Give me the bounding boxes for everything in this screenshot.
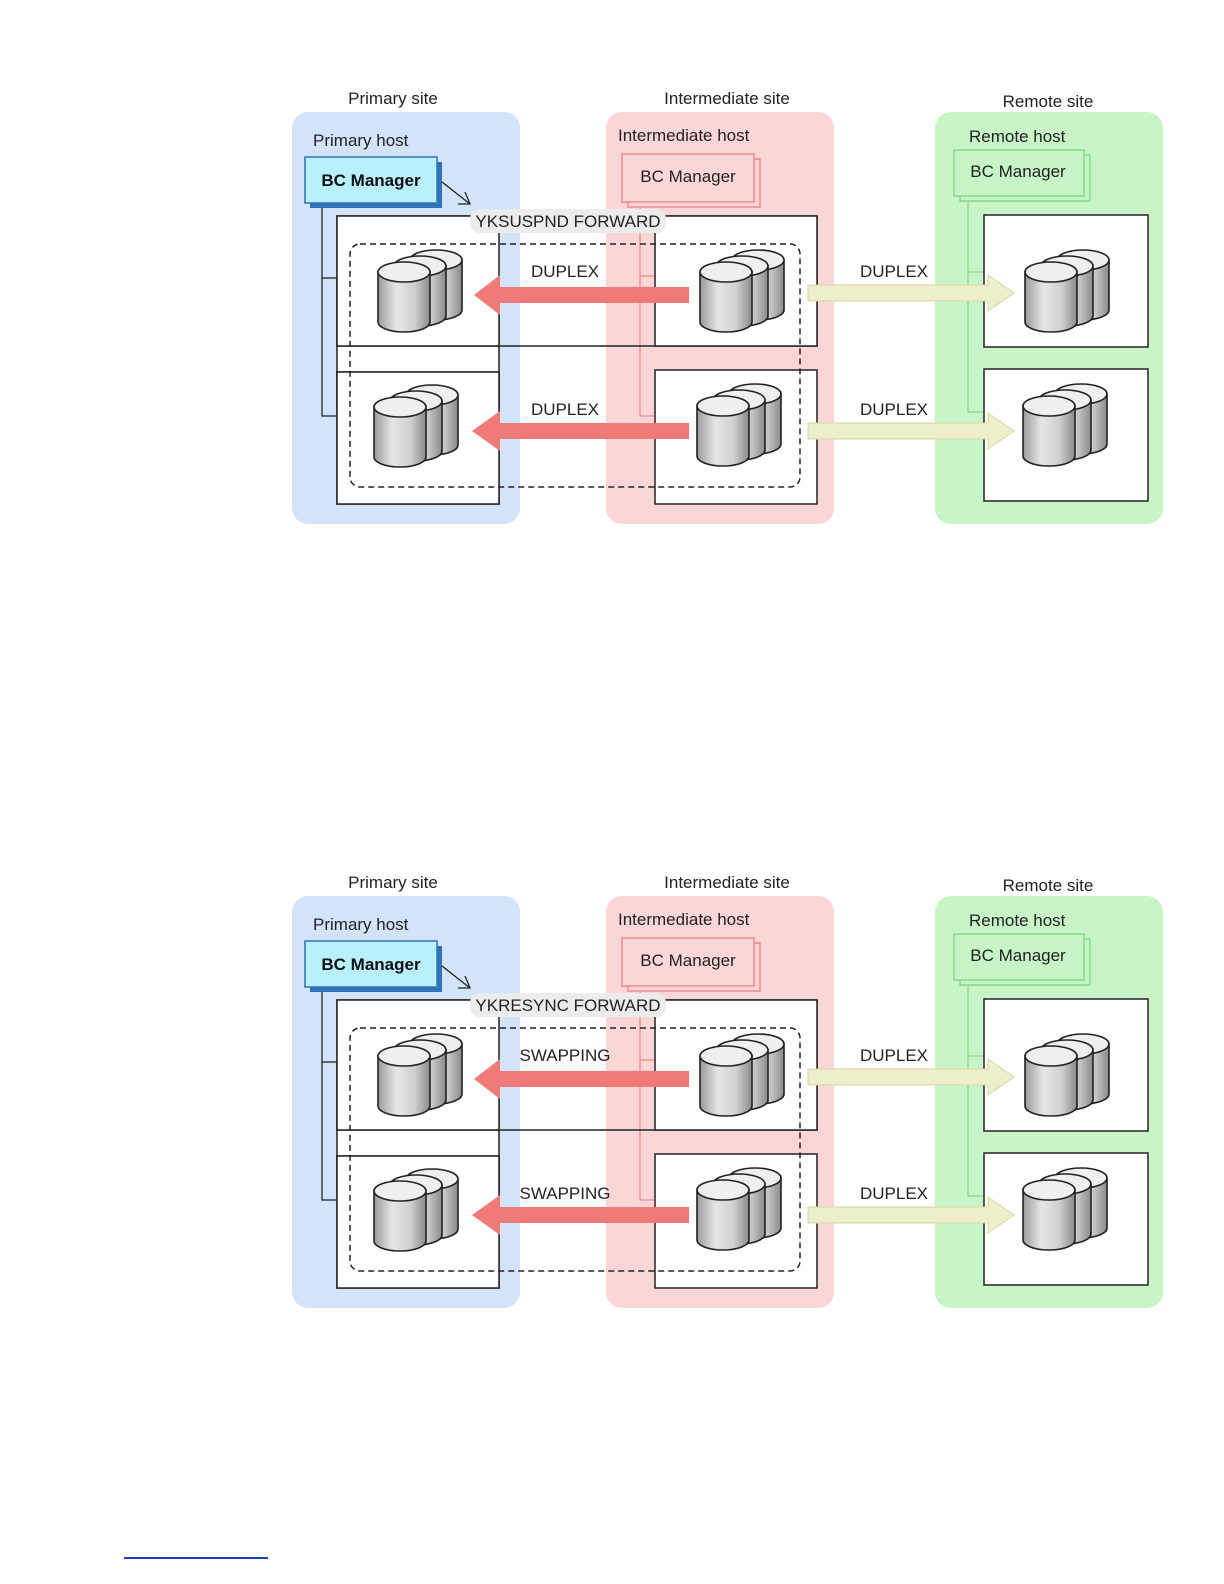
remote-host-connections bbox=[967, 201, 984, 413]
command-label: YKRESYNC FORWARD bbox=[475, 996, 660, 1015]
left-pair-status-2: SWAPPING bbox=[520, 1184, 611, 1203]
primary-bc-manager: BC Manager bbox=[304, 156, 442, 208]
replication-diagram: Primary site Intermediate site Remote si… bbox=[292, 873, 1163, 1308]
left-pair-status-1: DUPLEX bbox=[531, 262, 599, 281]
intermediate-site-label: Intermediate site bbox=[664, 89, 790, 108]
intermediate-host-connections bbox=[639, 991, 655, 1201]
primary-host-label: Primary host bbox=[313, 131, 409, 150]
remote-site-label: Remote site bbox=[1003, 876, 1094, 895]
right-pair-status-1: DUPLEX bbox=[860, 1046, 928, 1065]
svg-text:BC Manager: BC Manager bbox=[640, 167, 736, 186]
left-pair-arrow-1 bbox=[474, 275, 689, 315]
consistency-group-outline bbox=[349, 1027, 801, 1272]
command-label-bg bbox=[470, 209, 666, 233]
intermediate-site-label: Intermediate site bbox=[664, 873, 790, 892]
intermediate-host-label: Intermediate host bbox=[618, 910, 750, 929]
right-pair-arrow-1 bbox=[807, 1058, 1015, 1096]
left-pair-status-2: DUPLEX bbox=[531, 400, 599, 419]
svg-text:BC Manager: BC Manager bbox=[640, 951, 736, 970]
svg-text:BC Manager: BC Manager bbox=[970, 162, 1066, 181]
svg-text:BC Manager: BC Manager bbox=[970, 946, 1066, 965]
svg-text:BC Manager: BC Manager bbox=[321, 171, 421, 190]
intermediate-host-connections bbox=[639, 207, 655, 417]
right-pair-status-1: DUPLEX bbox=[860, 262, 928, 281]
consistency-group-outline bbox=[349, 243, 801, 488]
remote-host-connections bbox=[967, 985, 984, 1197]
command-arrow bbox=[441, 965, 471, 989]
remote-bc-manager: BC Manager bbox=[953, 933, 1091, 986]
right-pair-arrow-2 bbox=[807, 412, 1015, 450]
primary-host-connections bbox=[321, 208, 337, 417]
primary-site-label: Primary site bbox=[348, 89, 438, 108]
primary-host-connections bbox=[321, 992, 337, 1201]
primary-host-label: Primary host bbox=[313, 915, 409, 934]
svg-text:BC Manager: BC Manager bbox=[321, 955, 421, 974]
intermediate-host-label: Intermediate host bbox=[618, 126, 750, 145]
command-arrow bbox=[441, 181, 471, 205]
primary-site-label: Primary site bbox=[348, 873, 438, 892]
left-pair-arrow-2 bbox=[472, 411, 689, 451]
right-pair-arrow-2 bbox=[807, 1196, 1015, 1234]
command-label: YKSUSPND FORWARD bbox=[475, 212, 660, 231]
left-pair-status-1: SWAPPING bbox=[520, 1046, 611, 1065]
intermediate-bc-manager: BC Manager bbox=[621, 153, 761, 208]
replication-diagram: Primary site Intermediate site Remote si… bbox=[292, 89, 1163, 524]
diagram-resync: Primary site Intermediate site Remote si… bbox=[0, 854, 1224, 1324]
command-label-bg bbox=[470, 993, 666, 1017]
left-pair-arrow-2 bbox=[472, 1195, 689, 1235]
right-pair-arrow-1 bbox=[807, 274, 1015, 312]
right-pair-status-2: DUPLEX bbox=[860, 1184, 928, 1203]
primary-bc-manager: BC Manager bbox=[304, 940, 442, 992]
diagram-suspend: Primary site Intermediate site Remote si… bbox=[0, 70, 1224, 540]
left-pair-arrow-1 bbox=[474, 1059, 689, 1099]
remote-bc-manager: BC Manager bbox=[953, 149, 1091, 202]
right-pair-status-2: DUPLEX bbox=[860, 400, 928, 419]
intermediate-bc-manager: BC Manager bbox=[621, 937, 761, 992]
footnote-rule bbox=[124, 1557, 268, 1559]
remote-host-label: Remote host bbox=[969, 911, 1066, 930]
remote-host-label: Remote host bbox=[969, 127, 1066, 146]
remote-site-label: Remote site bbox=[1003, 92, 1094, 111]
